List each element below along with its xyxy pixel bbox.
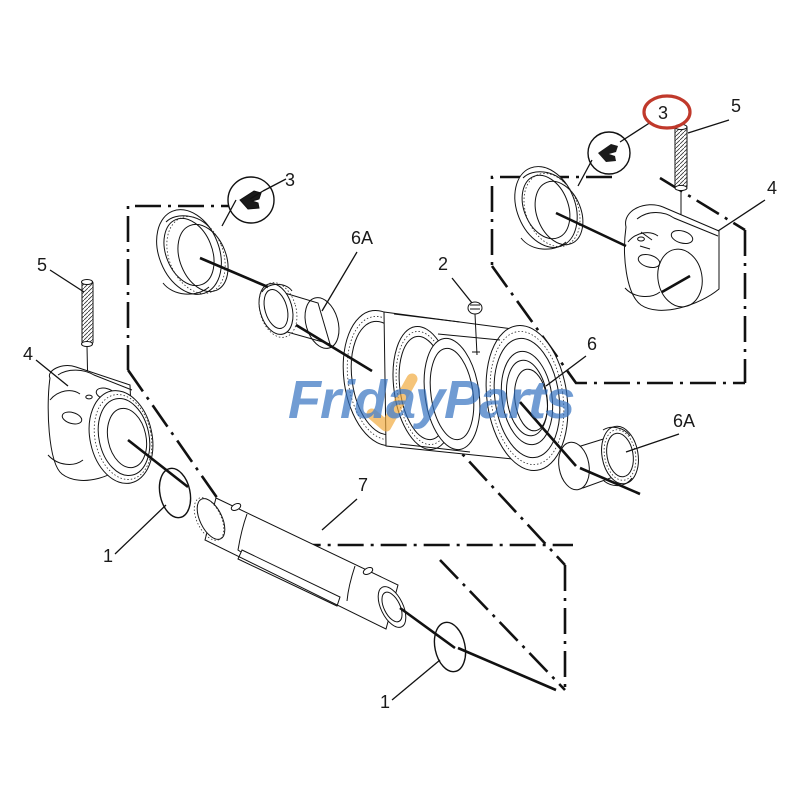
- callout-4-right: 4: [767, 178, 777, 198]
- callout-2: 2: [438, 254, 448, 274]
- leader-lines: [35, 119, 766, 701]
- seal-ring-right: [514, 166, 584, 250]
- assembly-frame-lower-right: [439, 429, 567, 691]
- callout-7: 7: [358, 475, 368, 495]
- callout-6a-left: 6A: [351, 228, 373, 248]
- bracket-right: [624, 204, 720, 311]
- callout-1-left: 1: [103, 546, 113, 566]
- callout-1-right: 1: [380, 692, 390, 712]
- watermark-text: FridayParts: [288, 370, 574, 430]
- seal-ring-left: [156, 209, 229, 295]
- roller-shaft: [193, 497, 407, 630]
- bracket-left: [47, 365, 154, 484]
- oring-right: [433, 621, 467, 673]
- seal-detail-bubble-right: [587, 131, 631, 175]
- watermark: FridayParts: [288, 370, 575, 432]
- bushing-left: [258, 282, 340, 349]
- callout-highlight-ellipse: [642, 94, 692, 130]
- callout-5-left: 5: [37, 255, 47, 275]
- callout-5-right: 5: [731, 96, 741, 116]
- pin-left: [81, 279, 94, 395]
- callout-6: 6: [587, 334, 597, 354]
- assembly-frame-right: [490, 175, 747, 385]
- assembly-frame-left: [126, 204, 573, 547]
- oring-left: [158, 467, 192, 519]
- seal-detail-bubble-left: [227, 176, 275, 224]
- callout-6a-right: 6A: [673, 411, 695, 431]
- callout-3-right: 3: [658, 103, 668, 123]
- callout-3-left: 3: [285, 170, 295, 190]
- callout-4-left: 4: [23, 344, 33, 364]
- callout-labels: 3 6A 5 4 1 7 1 2 6 6A 3 5 4: [23, 96, 777, 712]
- plug-part: [467, 301, 483, 356]
